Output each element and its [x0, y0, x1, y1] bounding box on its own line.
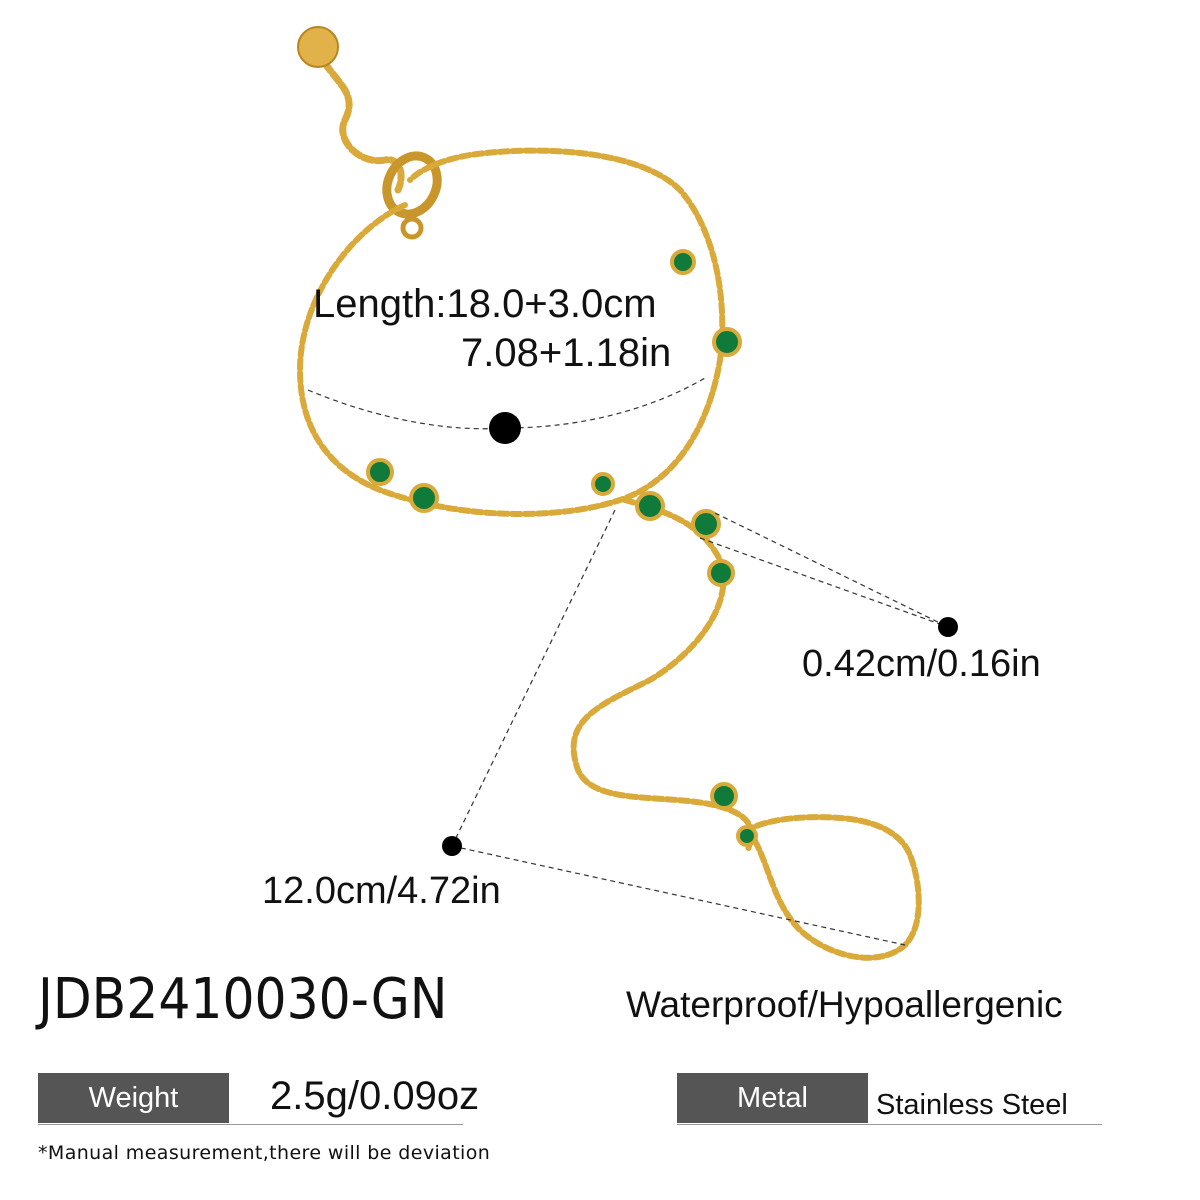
finger-marker-dot — [442, 836, 462, 856]
weight-spec: Weight 2.5g/0.09oz — [38, 1073, 479, 1125]
length-marker-dot — [489, 412, 521, 444]
metal-divider — [677, 1124, 1102, 1125]
emerald-stones — [366, 249, 758, 847]
weight-divider — [38, 1124, 463, 1125]
stone-line-top — [714, 512, 949, 628]
finger-line-lower — [451, 845, 906, 946]
stone-marker-dot — [938, 617, 958, 637]
metal-value: Stainless Steel — [876, 1089, 1068, 1121]
stone-line-bottom — [699, 537, 949, 628]
length-in-label: 7.08+1.18in — [461, 331, 672, 375]
finger-ring-chain — [745, 814, 922, 961]
lobster-clasp — [382, 151, 442, 219]
product-features: Waterproof/Hypoallergenic — [626, 984, 1063, 1025]
length-cm-label: Length:18.0+3.0cm — [313, 282, 657, 326]
stone-size-label: 0.42cm/0.16in — [802, 643, 1041, 685]
clasp-ring — [400, 216, 424, 240]
tag-charm — [297, 26, 339, 68]
measurement-disclaimer: *Manual measurement,there will be deviat… — [38, 1142, 491, 1164]
metal-label: Metal — [677, 1073, 868, 1123]
bracelet-chain-loop — [296, 147, 726, 517]
finger-chain-length-label: 12.0cm/4.72in — [262, 870, 501, 912]
product-code: JDB2410030-GN — [38, 967, 448, 1032]
weight-value: 2.5g/0.09oz — [270, 1074, 480, 1118]
finger-line-upper — [451, 509, 616, 847]
weight-label: Weight — [38, 1073, 229, 1123]
metal-spec: Metal Stainless Steel — [677, 1073, 1102, 1125]
